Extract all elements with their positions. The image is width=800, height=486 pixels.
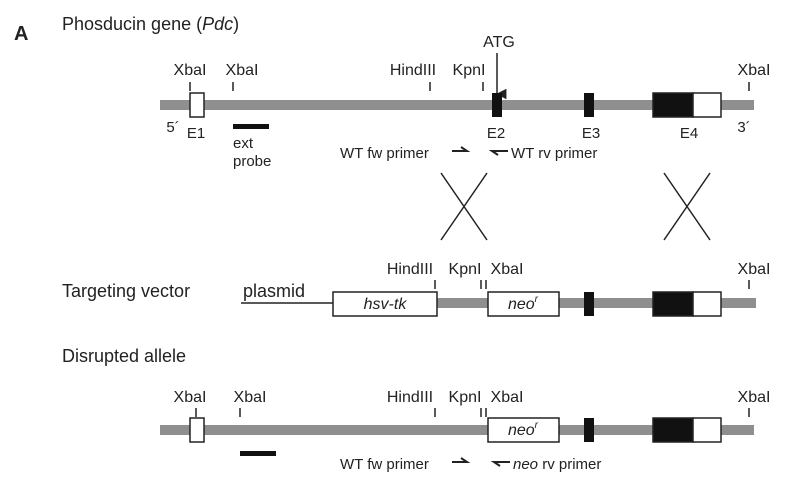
wt-rv-primer-label: WT rv primer bbox=[511, 145, 597, 162]
gene-site-hindiii: HindIII bbox=[390, 62, 436, 79]
allele-site-xbai-2: XbaI bbox=[234, 389, 267, 406]
vector-exon-e4-coding bbox=[652, 291, 694, 317]
allele-neo-box bbox=[487, 417, 560, 443]
vector-exon-e4-utr bbox=[692, 291, 722, 317]
gene-site-xbai-1: XbaI bbox=[174, 62, 207, 79]
three-prime-end: 3´ bbox=[737, 119, 750, 136]
hsv-tk-label: hsv-tk bbox=[364, 296, 408, 313]
five-prime-end: 5´ bbox=[166, 119, 179, 136]
external-probe-bar bbox=[233, 124, 269, 129]
allele-neo-rv-primer-label: neo rv primer bbox=[513, 456, 601, 473]
wt-rv-primer-arrow bbox=[488, 150, 508, 156]
exon-e4-label: E4 bbox=[680, 125, 698, 142]
allele-site-xbai-3: XbaI bbox=[491, 389, 524, 406]
vector-exon-e3 bbox=[584, 292, 594, 316]
gene-chromosome-line bbox=[160, 100, 754, 110]
plasmid-label: plasmid bbox=[243, 281, 305, 301]
allele-rv-primer-arrow bbox=[490, 461, 510, 467]
gene-site-xbai-2: XbaI bbox=[226, 62, 259, 79]
vector-chromosome-line bbox=[437, 298, 756, 308]
wild-type-gene: Phosducin gene (Pdc) XbaI XbaI HindIII K… bbox=[62, 14, 770, 170]
vector-neo-label: neor bbox=[508, 294, 539, 313]
vector-site-hindiii: HindIII bbox=[387, 261, 433, 278]
allele-fw-primer-arrow bbox=[452, 457, 471, 463]
probe-label-line1: ext bbox=[233, 135, 254, 152]
vector-neo-box bbox=[487, 291, 560, 317]
allele-site-hindiii: HindIII bbox=[387, 389, 433, 406]
allele-exon-e3 bbox=[584, 418, 594, 442]
atg-label: ATG bbox=[483, 34, 515, 51]
exon-e2 bbox=[492, 93, 502, 117]
exon-e1-label: E1 bbox=[187, 125, 205, 142]
crossover-left-icon bbox=[440, 172, 488, 241]
exon-e4-utr bbox=[692, 92, 722, 118]
vector-site-xbai-end: XbaI bbox=[738, 261, 771, 278]
allele-exon-e4-utr bbox=[692, 417, 722, 443]
allele-wt-fw-primer-label: WT fw primer bbox=[340, 456, 429, 473]
probe-label-line2: probe bbox=[233, 153, 271, 170]
exon-e3 bbox=[584, 93, 594, 117]
targeting-vector: Targeting vector plasmid hsv-tk neor Hin… bbox=[62, 261, 771, 317]
allele-probe-bar bbox=[240, 451, 276, 456]
vector-label: Targeting vector bbox=[62, 281, 190, 301]
wt-fw-primer-arrow bbox=[452, 146, 471, 152]
crossover-right-icon bbox=[663, 172, 711, 241]
exon-e4-coding bbox=[652, 92, 694, 118]
allele-exon-e1 bbox=[189, 417, 205, 443]
wt-fw-primer-label: WT fw primer bbox=[340, 145, 429, 162]
allele-chromosome-line bbox=[160, 425, 754, 435]
vector-site-xbai: XbaI bbox=[491, 261, 524, 278]
allele-label: Disrupted allele bbox=[62, 346, 186, 366]
panel-label: A bbox=[14, 23, 28, 45]
exon-e3-label: E3 bbox=[582, 125, 600, 142]
allele-site-xbai-end: XbaI bbox=[738, 389, 771, 406]
gene-site-xbai-end: XbaI bbox=[738, 62, 771, 79]
allele-site-xbai-1: XbaI bbox=[174, 389, 207, 406]
disrupted-allele: Disrupted allele XbaI XbaI HindIII KpnI … bbox=[62, 346, 770, 473]
allele-exon-e4-coding bbox=[652, 417, 694, 443]
exon-e2-label: E2 bbox=[487, 125, 505, 142]
exon-e1 bbox=[189, 92, 205, 118]
recombination-crosses bbox=[440, 172, 711, 241]
allele-site-kpni: KpnI bbox=[449, 389, 482, 406]
gene-title: Phosducin gene (Pdc) bbox=[62, 14, 239, 34]
allele-neo-label: neor bbox=[508, 420, 539, 439]
hsv-tk-box bbox=[332, 291, 438, 317]
gene-site-kpni: KpnI bbox=[453, 62, 486, 79]
vector-site-kpni: KpnI bbox=[449, 261, 482, 278]
